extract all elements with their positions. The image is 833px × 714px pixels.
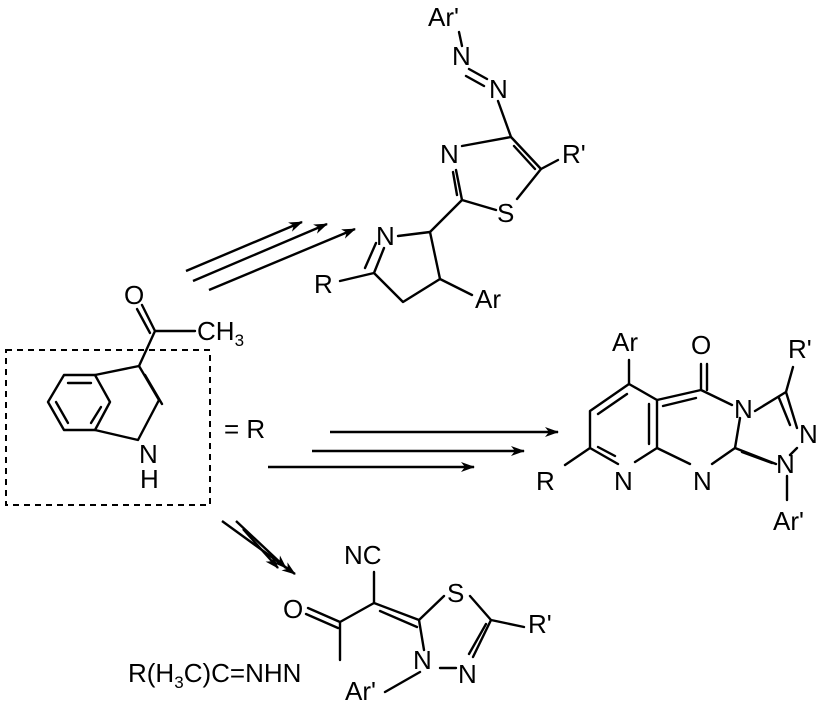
thiazole-ring (428, 135, 543, 234)
fused-r-label: R (536, 466, 555, 496)
thiadiazole-s-label: S (447, 578, 464, 608)
triazole-n-a-label: N (799, 419, 818, 449)
fused-ar-label: Ar (612, 327, 638, 357)
azo-n2-label: N (489, 74, 508, 104)
pyrroline-r-label: R (314, 269, 333, 299)
fused-ar-prime-label: Ar' (773, 506, 804, 536)
bridgehead-n-label: N (734, 394, 753, 424)
indole-nh-n-label: N (139, 439, 158, 469)
thiazole-inner-bonds (451, 144, 560, 197)
arrow-to-thiadiazole (221, 520, 296, 575)
r-group-dashed-box (5, 349, 211, 506)
benzene-inner-bonds (54, 381, 103, 425)
pyrroline-ar-label: Ar (475, 284, 501, 314)
methyl-label: CH3 (197, 316, 244, 350)
pyrimidinone-ring (655, 362, 742, 466)
pyrrole-double-bond (143, 373, 164, 406)
thiazole-r-prime-label: R' (562, 139, 586, 169)
thiadiazole-bonds (304, 570, 526, 694)
pyridine-ring (588, 382, 659, 466)
product-thiadiazole: NC O S R' R(H3C)C=NHN N N Ar' (128, 540, 552, 706)
pyridine-n-label: N (614, 466, 633, 496)
ar-prime-label-top: Ar' (428, 2, 459, 32)
thiadiazole-r-prime-label: R' (528, 609, 552, 639)
azo-n1-label: N (452, 41, 471, 71)
pyrroline-n-label: N (376, 221, 395, 251)
acetyl-bonds (135, 303, 197, 368)
arrow-to-fused-heterocycle (268, 427, 559, 472)
r-definition-label: = R (224, 414, 265, 444)
triazole-n-b-label: N (776, 449, 795, 479)
starting-material-acetylindole: O CH3 N H = R (5, 280, 265, 506)
thiadiazole-ar-prime-label: Ar' (345, 676, 376, 706)
thiazole-s-label: S (497, 198, 514, 228)
amide-o-label: O (283, 594, 303, 624)
nitrile-label: NC (344, 540, 382, 570)
carbonyl-oxygen-label: O (124, 280, 144, 310)
thiadiazole-n-b-label: N (458, 659, 477, 689)
arrow-to-thiazole (185, 220, 356, 292)
azo-bonds (457, 30, 513, 139)
thiazole-n-label: N (440, 139, 459, 169)
pyrrole-ring (93, 364, 161, 442)
pyrroline-ring (338, 230, 474, 304)
product-fused-heterocycle: Ar O R' R N N N N N Ar' (536, 327, 818, 536)
fused-r-prime-label: R' (788, 334, 812, 364)
fused-carbonyl-o-label: O (691, 330, 711, 360)
thiadiazole-n-a-label: N (413, 645, 432, 675)
hydrazone-chain-label: R(H3C)C=NHN (128, 658, 301, 692)
pyridine-inner-bonds (563, 358, 651, 467)
pyrimidine-n-label: N (693, 466, 712, 496)
triazole-ring (733, 365, 799, 502)
indole-nh-h-label: H (140, 464, 159, 494)
product-thiazole-pyrroline: Ar' N N N S R' N R Ar (314, 2, 586, 314)
